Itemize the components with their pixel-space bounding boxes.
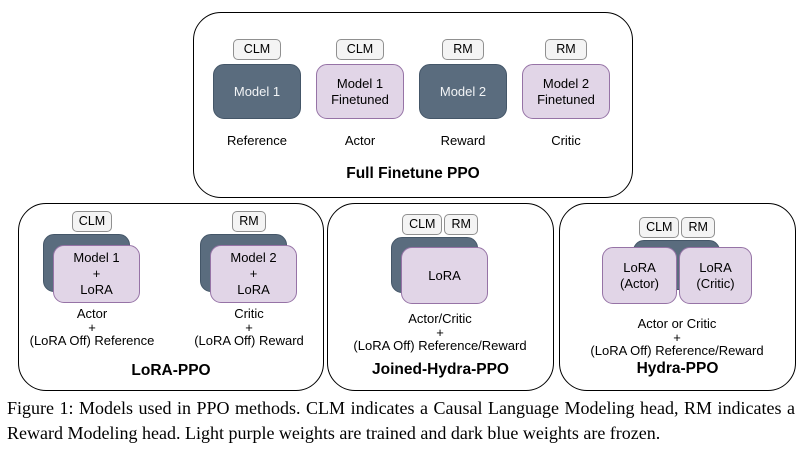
- model-2-card: Model 2: [419, 64, 507, 119]
- clm-head-tab: CLM: [335, 39, 385, 60]
- stacked-cards: Model 2 + LoRA: [200, 234, 298, 303]
- clm-head-tab: CLM: [639, 217, 680, 238]
- model-1-finetuned-card: Model 1 Finetuned: [316, 64, 404, 119]
- clm-head-tab: CLM: [402, 214, 443, 235]
- stack-caption-critic: Critic + (LoRA Off) Reward: [194, 306, 304, 348]
- panel-title-lora-ppo: LoRA-PPO: [131, 362, 211, 379]
- rm-head-tab: RM: [444, 214, 478, 235]
- model-2-lora-card: Model 2 + LoRA: [210, 245, 297, 303]
- panel-lora-ppo: CLM Model 1 + LoRA Actor + (LoRA Off) Re…: [18, 203, 324, 391]
- panel-title-full-finetune-ppo: Full Finetune PPO: [346, 165, 480, 182]
- head-tabs-row: CLM RM: [402, 214, 478, 235]
- model-1-card: Model 1: [213, 64, 301, 119]
- lora-card: LoRA: [401, 247, 488, 304]
- paired-cards: LoRA (Actor) LoRA (Critic): [602, 240, 752, 304]
- lora-stack-critic: RM Model 2 + LoRA Critic + (LoRA Off) Re…: [179, 211, 319, 348]
- role-label-reward: Reward: [440, 133, 486, 148]
- rm-head-tab: RM: [232, 211, 266, 232]
- lora-actor-card: LoRA (Actor): [602, 247, 677, 304]
- rm-head-tab: RM: [681, 217, 715, 238]
- rm-head-tab: RM: [442, 39, 484, 60]
- stack-caption-hydra: Actor or Critic + (LoRA Off) Reference/R…: [590, 316, 764, 358]
- role-label-reference: Reference: [227, 133, 287, 148]
- model-column-reference: CLM Model 1 Reference: [213, 39, 301, 148]
- clm-head-tab: CLM: [71, 211, 113, 232]
- model-2-finetuned-card: Model 2 Finetuned: [522, 64, 610, 119]
- panel-title-hydra-ppo: Hydra-PPO: [636, 360, 719, 377]
- rm-head-tab: RM: [545, 39, 587, 60]
- stacked-cards: Model 1 + LoRA: [43, 234, 141, 303]
- role-label-critic: Critic: [551, 133, 581, 148]
- model-column-actor: CLM Model 1 Finetuned Actor: [316, 39, 404, 148]
- hydra-stack: CLM RM LoRA (Actor) LoRA (Critic) Actor …: [577, 217, 777, 358]
- stack-caption-actor: Actor + (LoRA Off) Reference: [29, 306, 155, 348]
- lora-stack-actor: CLM Model 1 + LoRA Actor + (LoRA Off) Re…: [22, 211, 162, 348]
- panel-joined-hydra-ppo: CLM RM LoRA Actor/Critic + (LoRA Off) Re…: [327, 203, 554, 391]
- model-column-reward: RM Model 2 Reward: [419, 39, 507, 148]
- figure-caption: Figure 1: Models used in PPO methods. CL…: [7, 398, 795, 443]
- model-column-critic: RM Model 2 Finetuned Critic: [522, 39, 610, 148]
- head-tabs-row: CLM RM: [639, 217, 715, 238]
- stack-caption-joined-hydra: Actor/Critic + (LoRA Off) Reference/Rewa…: [353, 311, 527, 353]
- panel-title-joined-hydra-ppo: Joined-Hydra-PPO: [372, 361, 509, 378]
- role-label-actor: Actor: [344, 133, 376, 148]
- panel-full-finetune-ppo: CLM Model 1 Reference CLM Model 1 Finetu…: [193, 12, 633, 198]
- model-1-lora-card: Model 1 + LoRA: [53, 245, 140, 303]
- panel-hydra-ppo: CLM RM LoRA (Actor) LoRA (Critic) Actor …: [559, 203, 796, 391]
- stacked-cards: LoRA: [391, 237, 489, 306]
- clm-head-tab: CLM: [232, 39, 282, 60]
- lora-critic-card: LoRA (Critic): [679, 247, 752, 304]
- joined-hydra-stack: CLM RM LoRA Actor/Critic + (LoRA Off) Re…: [340, 214, 540, 353]
